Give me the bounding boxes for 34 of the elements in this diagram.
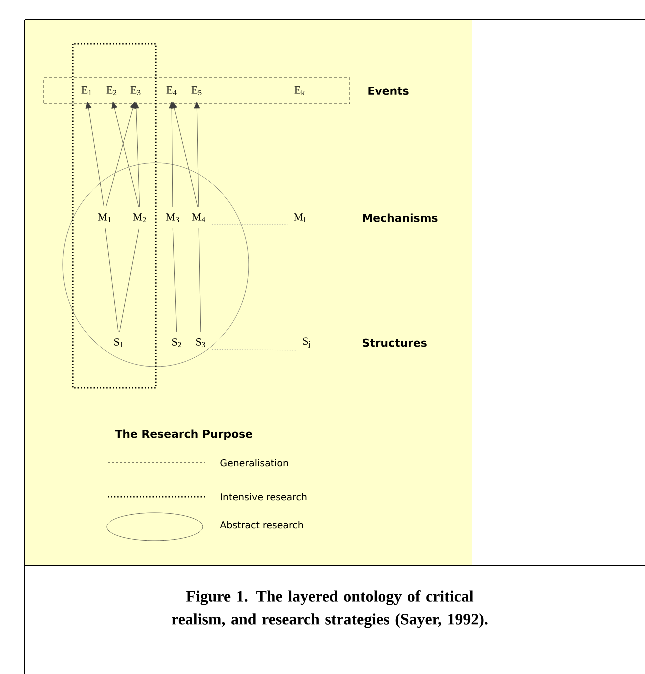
arrow [194,102,200,208]
symbol-label: E$_{5}$ [192,86,202,96]
layer-label: Mechanisms [363,214,438,222]
legend-title: The Research Purpose [115,430,252,440]
figure-caption: Figure 1. The layered ontology of critical realism, and research strategies (Sayer, 1992). [172,590,488,628]
connector-line [120,228,140,333]
symbol-label: M$_{3}$ [166,214,180,222]
symbol-label: E$_{3}$ [130,86,141,96]
arrow [106,102,136,208]
legend-text: Abstract research [220,521,304,529]
layer-label: Structures [362,338,427,348]
symbol-label: M$_{2}$ [133,214,146,222]
connector-line [172,228,178,333]
connector-line [198,228,202,333]
symbol-label: S$_{3}$ [196,338,206,348]
connector-line [105,228,119,333]
arrow [112,102,140,208]
arrow [133,102,140,208]
node-label: Events [368,86,409,96]
symbol-label: M$_{l}$ [294,214,306,222]
dotted-line [212,350,297,351]
symbol-label: S$_{2}$ [172,338,182,348]
symbol-label: E$_{k}$ [294,86,306,96]
symbol-label: E$_{4}$ [166,86,177,96]
symbol-label: M$_{1}$ [98,214,112,222]
symbol-label: E$_{1}$ [82,86,92,96]
symbol-label: E$_{2}$ [106,86,117,96]
legend-text: Generalisation [220,459,288,467]
legend-text: Intensive research [221,493,307,501]
arrow [86,102,105,208]
symbol-label: M$_{4}$ [192,214,206,222]
symbol-label: S$_{j}$ [303,338,310,348]
arrow [172,102,198,208]
symbol-label: S$_{1}$ [114,338,124,348]
